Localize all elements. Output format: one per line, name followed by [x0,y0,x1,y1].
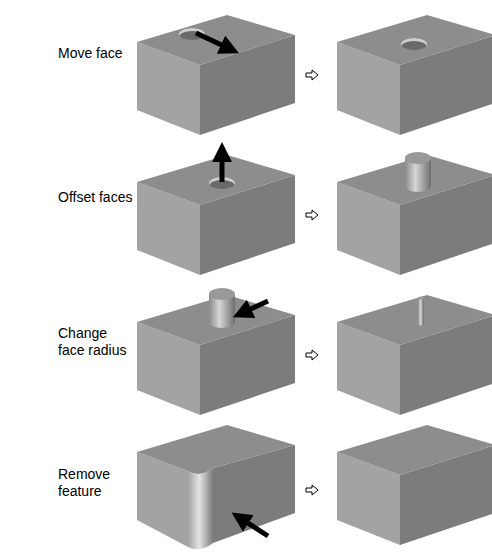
direction-arrow [196,33,230,49]
result-arrow [306,210,318,220]
block-after [337,425,492,545]
operation-label: Remove feature [58,466,138,500]
block-before [137,155,295,275]
boss-cylinder [405,152,431,192]
hole [401,38,427,50]
block-after [337,295,492,415]
direction-arrow [240,518,268,536]
operation-label: Change face radius [58,325,136,359]
filleted-block [137,425,295,549]
result-arrow [306,350,318,360]
block-before [137,15,295,135]
operation-label: Offset faces [58,189,138,206]
direction-arrow [220,152,225,182]
result-arrow [306,70,318,80]
boss-cylinder [209,288,235,328]
thin-cylinder [418,297,424,326]
result-arrow [306,485,318,495]
operation-label: Move face [58,45,138,62]
block-before [137,295,295,415]
block-after [337,155,492,275]
direction-arrow [242,301,268,313]
block-after [337,15,492,135]
